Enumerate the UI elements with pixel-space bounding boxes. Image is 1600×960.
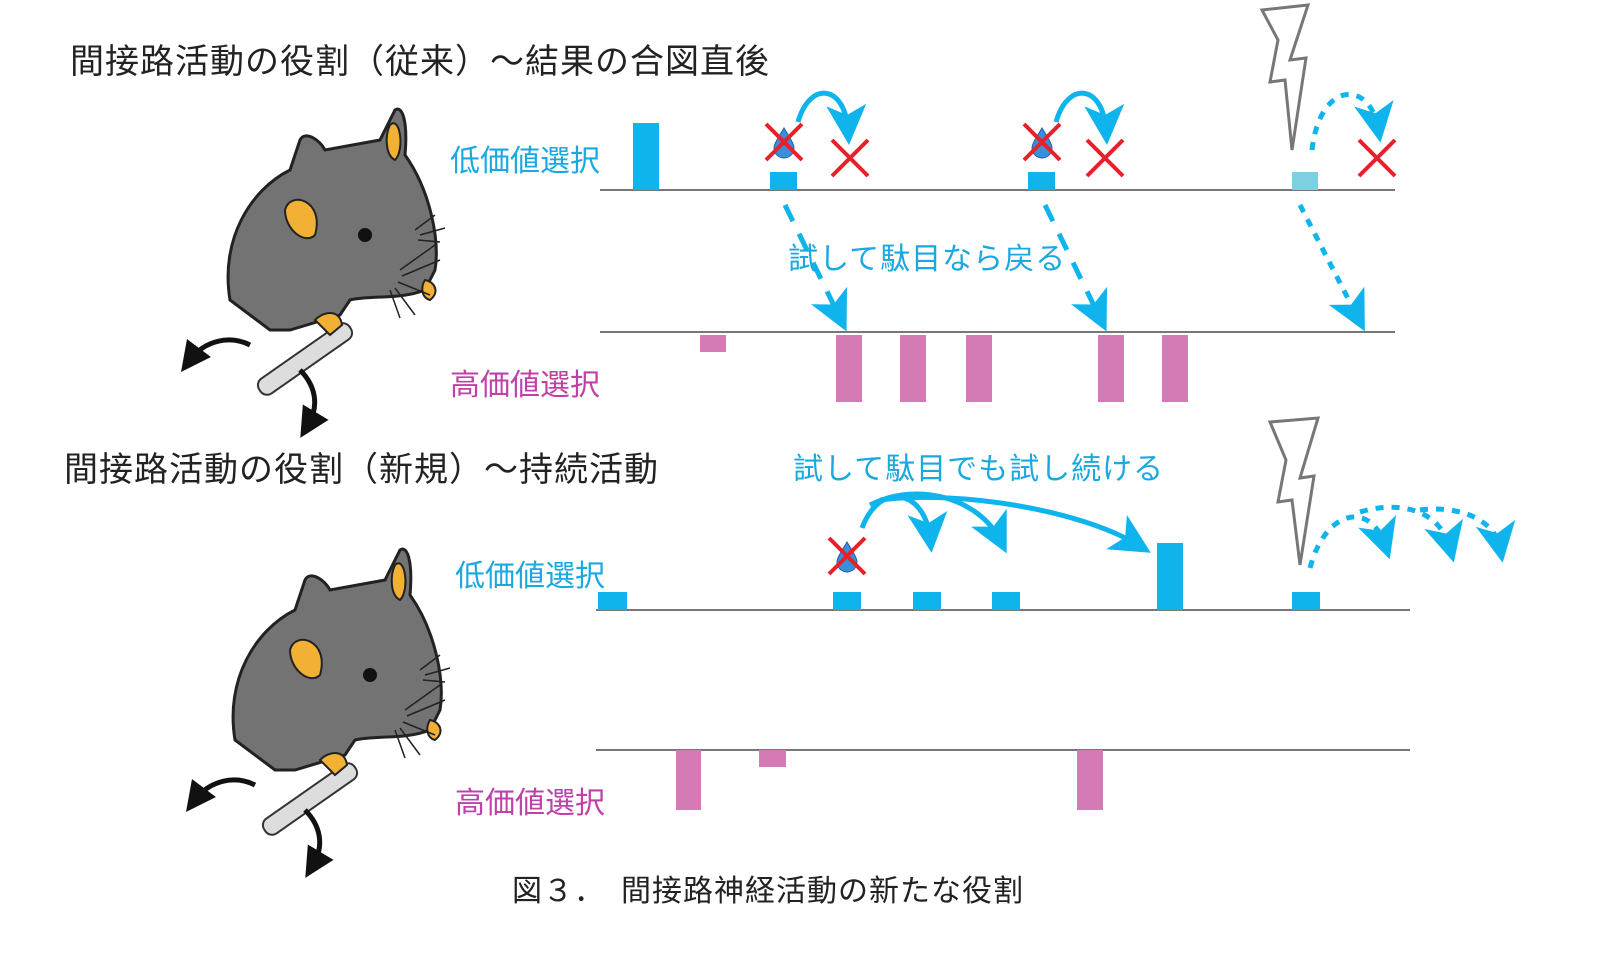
bottom-low-value-label: 低価値選択 — [455, 559, 605, 594]
figure-caption: 図３． 間接路神経活動の新たな役割 — [512, 874, 1024, 909]
cross-icon — [830, 138, 870, 178]
bottom-high-value-label: 高価値選択 — [455, 786, 605, 821]
top-annotation: 試して駄目なら戻る — [788, 242, 1067, 277]
top-arrows — [782, 90, 1394, 332]
bottom-high-bars — [676, 750, 1103, 810]
rat-illustration-bottom — [195, 549, 450, 865]
lightning-icon — [1267, 416, 1321, 566]
top-high-bars — [700, 335, 1188, 402]
bottom-low-bars — [598, 543, 1320, 610]
top-panel-title: 間接路活動の役割（従来）～結果の合図直後 — [70, 42, 770, 82]
cross-icon — [1085, 138, 1125, 178]
cross-icon — [1357, 138, 1397, 178]
lightning-icon — [1259, 3, 1311, 151]
bottom-annotation: 試して駄目でも試し続ける — [793, 452, 1165, 487]
rat-illustration-top — [190, 109, 445, 425]
top-low-value-label: 低価値選択 — [450, 144, 600, 179]
bottom-arrows — [859, 491, 1516, 569]
top-low-bars — [633, 123, 1318, 190]
bottom-panel-title: 間接路活動の役割（新規）～持続活動 — [64, 450, 659, 490]
top-high-value-label: 高価値選択 — [450, 368, 600, 403]
